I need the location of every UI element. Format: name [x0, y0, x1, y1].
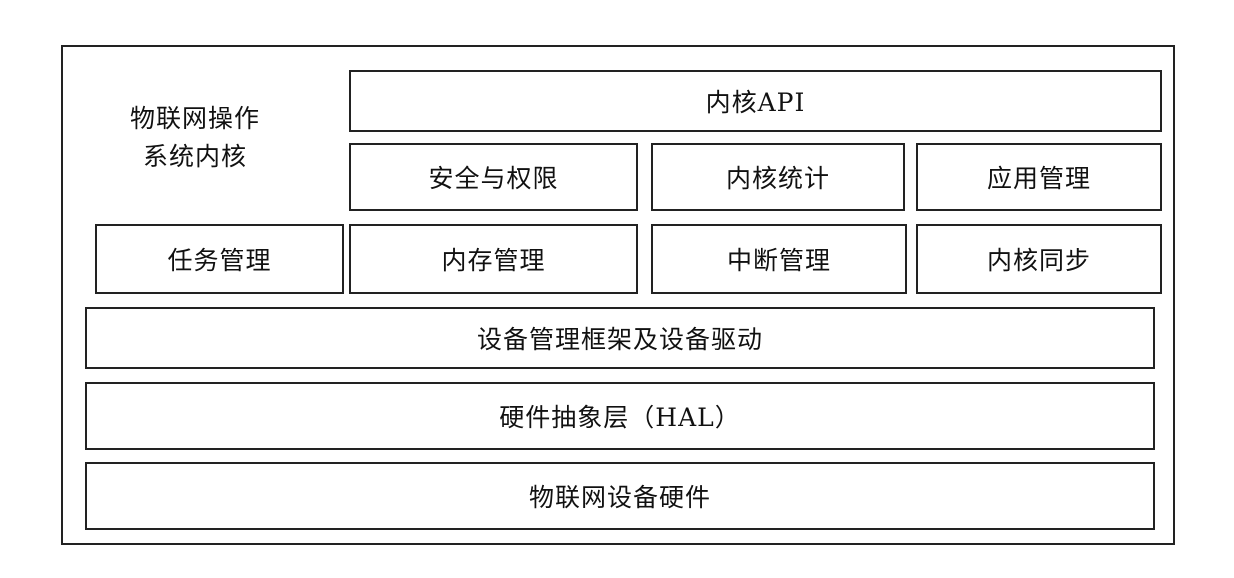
kernel-api-label: 内核API: [705, 88, 806, 117]
memory-management-label: 内存管理: [441, 246, 546, 275]
device-hardware-box: 物联网设备硬件: [85, 462, 1155, 530]
kernel-label-line1: 物联网操作: [129, 104, 260, 133]
kernel-group-label: 物联网操作 系统内核: [95, 100, 295, 176]
kernel-statistics-box: 内核统计: [651, 143, 905, 211]
app-management-label: 应用管理: [986, 164, 1091, 193]
task-management-box: 任务管理: [95, 224, 344, 294]
hal-box: 硬件抽象层（HAL）: [85, 382, 1155, 450]
interrupt-management-label: 中断管理: [726, 246, 831, 275]
interrupt-management-box: 中断管理: [651, 224, 907, 294]
kernel-sync-label: 内核同步: [986, 246, 1091, 275]
app-management-box: 应用管理: [916, 143, 1162, 211]
task-management-label: 任务管理: [167, 246, 272, 275]
kernel-api-box: 内核API: [349, 70, 1162, 132]
kernel-sync-box: 内核同步: [916, 224, 1162, 294]
device-framework-label: 设备管理框架及设备驱动: [476, 325, 763, 354]
os-architecture-frame: [61, 45, 1175, 545]
memory-management-box: 内存管理: [349, 224, 638, 294]
hal-label: 硬件抽象层（HAL）: [499, 403, 741, 432]
device-framework-box: 设备管理框架及设备驱动: [85, 307, 1155, 369]
kernel-statistics-label: 内核统计: [725, 164, 830, 193]
security-permissions-box: 安全与权限: [349, 143, 638, 211]
device-hardware-label: 物联网设备硬件: [528, 483, 711, 512]
kernel-label-line2: 系统内核: [142, 142, 247, 171]
security-permissions-label: 安全与权限: [428, 164, 559, 193]
